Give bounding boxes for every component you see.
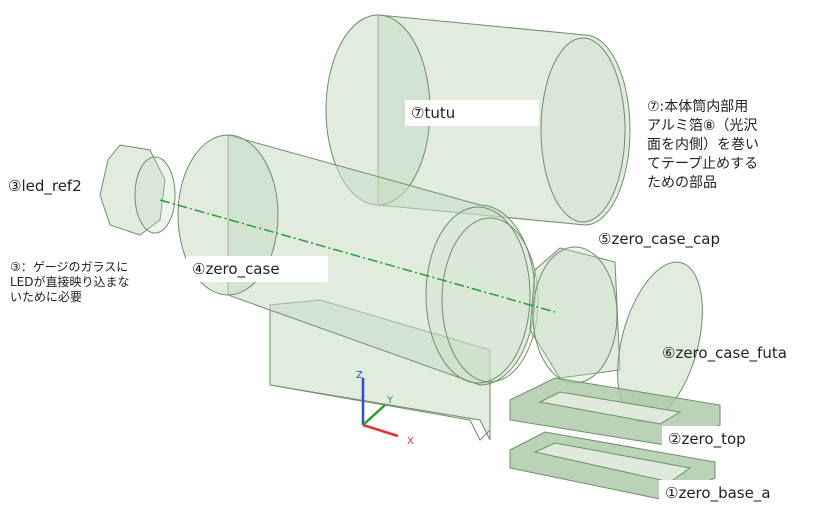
note-line: てテープ止めする xyxy=(647,156,759,172)
note-line: ⑦:本体筒内部用 xyxy=(647,99,749,115)
note-line: LEDが直接映り込まな xyxy=(10,275,130,289)
note-line: いために必要 xyxy=(10,290,83,304)
label-zero-case-futa: ⑥zero_case_futa xyxy=(662,344,787,362)
led-note: ③：ゲージのガラスに LEDが直接映り込まな いために必要 xyxy=(10,260,130,305)
note-line: 面を内側）を巻い xyxy=(647,137,759,153)
x-axis-label: X xyxy=(407,436,414,447)
tutu-note: ⑦:本体筒内部用 アルミ箔⑧（光沢 面を内側）を巻い てテープ止めする ための部… xyxy=(647,98,759,193)
center-axis-line xyxy=(159,199,556,313)
label-zero-case: ④zero_case xyxy=(186,256,328,282)
note-line: アルミ箔⑧（光沢 xyxy=(647,118,758,134)
label-led-ref2: ③led_ref2 xyxy=(8,177,82,195)
label-zero-top: ②zero_top xyxy=(662,426,784,452)
zero-case-cap-part[interactable] xyxy=(529,246,621,384)
led-ref2-part[interactable] xyxy=(99,144,176,236)
note-line: ③：ゲージのガラスに xyxy=(10,260,129,274)
label-zero-base-a: ①zero_base_a xyxy=(659,480,791,506)
label-zero-case-cap: ⑤zero_case_cap xyxy=(598,230,721,248)
axis-triad xyxy=(361,378,399,438)
z-axis-label: Z xyxy=(356,370,363,381)
note-line: ための部品 xyxy=(647,175,717,191)
y-axis-label: Y xyxy=(386,395,394,406)
label-tutu: ⑦tutu xyxy=(405,100,539,126)
